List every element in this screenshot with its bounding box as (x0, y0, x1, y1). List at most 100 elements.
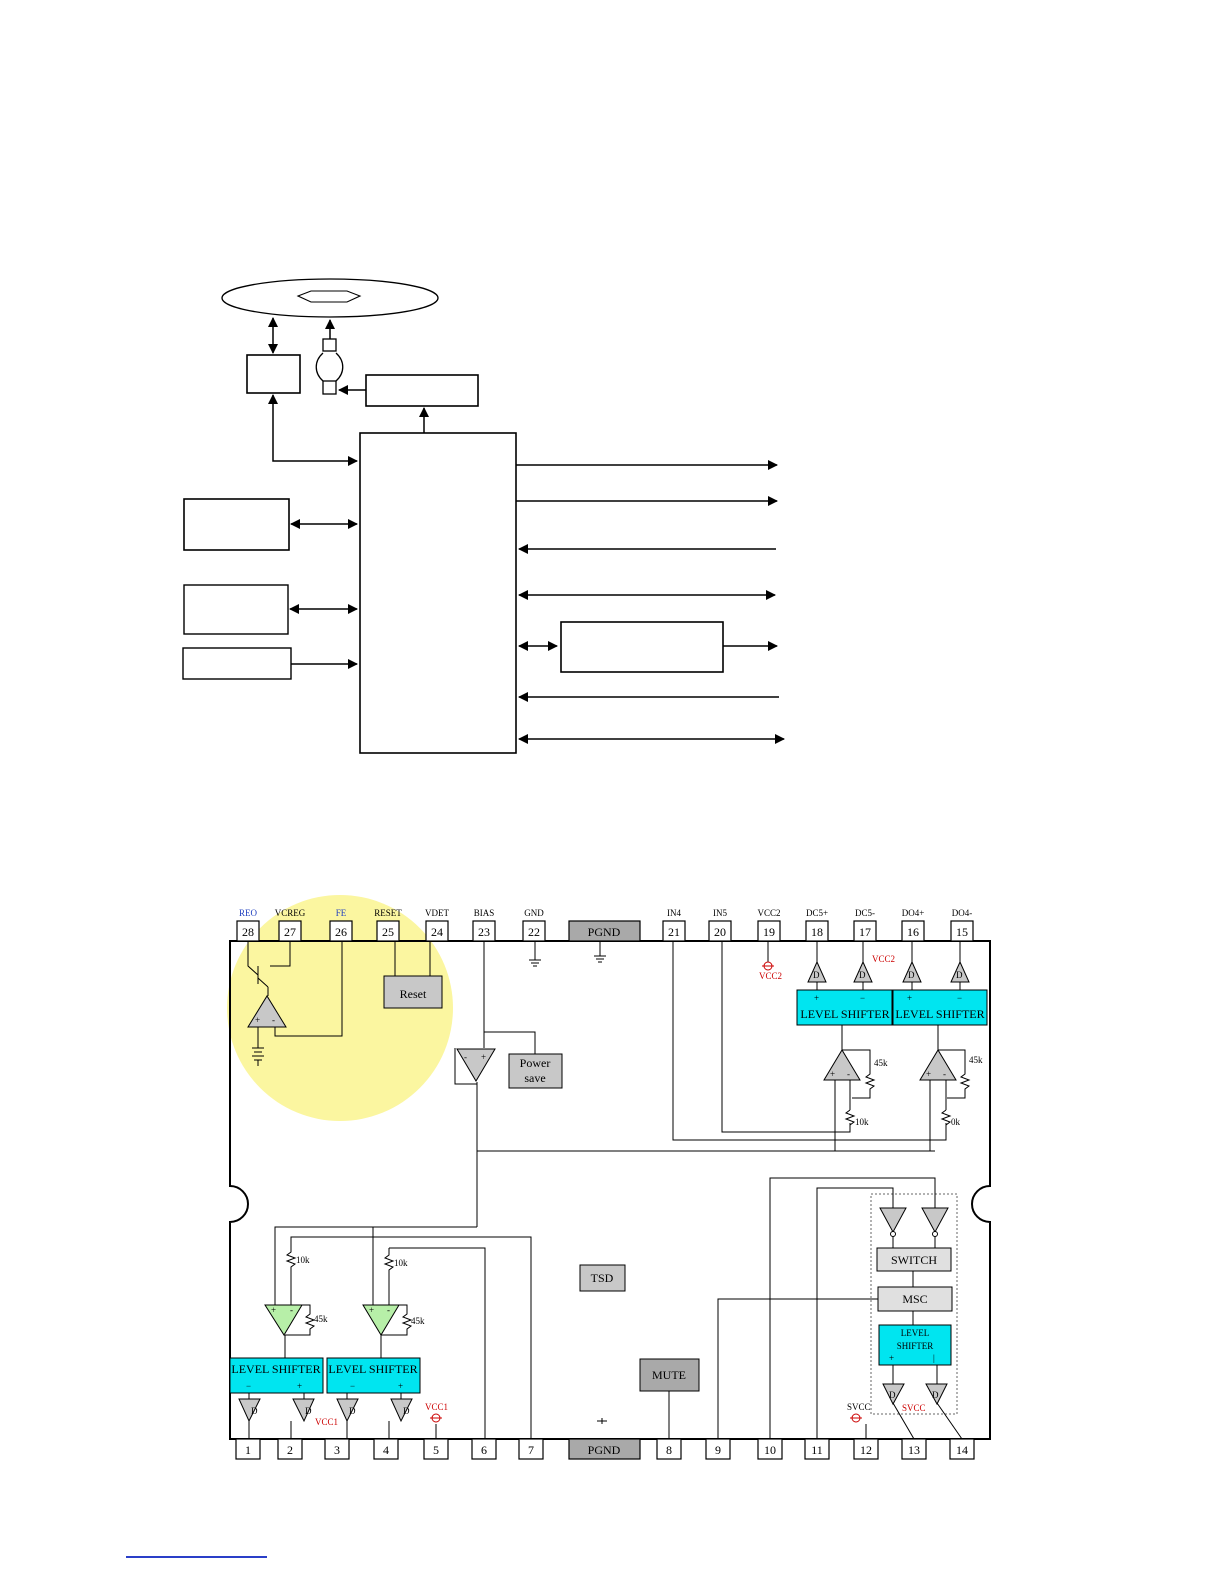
svg-text:45k: 45k (969, 1055, 983, 1065)
upper-driver-section (672, 941, 971, 1151)
top-pin-number: 25 (382, 925, 394, 939)
svg-text:−: − (350, 1381, 355, 1391)
top-pin-label: DC5- (855, 908, 875, 918)
svg-text:D: D (889, 1390, 896, 1400)
bottom-pin-4: 4 (373, 1438, 399, 1460)
bottom-pin-11: 11 (804, 1438, 830, 1460)
top-pin-number: 21 (668, 925, 680, 939)
svg-text:+: + (926, 1069, 931, 1079)
ic-body (229, 940, 991, 1440)
bottom-pin-3: 3 (324, 1438, 350, 1460)
svg-text:10k: 10k (394, 1258, 408, 1268)
pgnd-top-pin (568, 920, 641, 942)
level-shifter-spindle (878, 1324, 952, 1366)
lower-amp-1 (264, 1304, 303, 1336)
bottom-pin-10: 10 (757, 1438, 783, 1460)
top-pin-label: IN5 (713, 908, 727, 918)
svg-text:SWITCH: SWITCH (891, 1253, 937, 1267)
level-shifter-top-2 (892, 989, 988, 1026)
spindle-section-box (870, 1193, 958, 1415)
bottom-pin-number: 7 (528, 1443, 534, 1457)
top-pin-label: DO4+ (902, 908, 925, 918)
svg-text:-: - (272, 1015, 275, 1025)
svcc-pin-label: SVCC (847, 1402, 871, 1412)
vcc2-supply-label: VCC2 (759, 971, 782, 981)
error-amp-icon (247, 995, 287, 1028)
top-pin-label: DC5+ (806, 908, 828, 918)
top-pin-label: GND (524, 908, 544, 918)
disc (221, 278, 439, 318)
footer-link-underline[interactable] (126, 1556, 267, 1558)
svg-text:D: D (251, 1406, 258, 1416)
power-save-block (508, 1053, 563, 1089)
bottom-pin-1: 1 (235, 1438, 261, 1460)
ground-icon (529, 941, 607, 1424)
svg-text:LEVEL SHIFTER: LEVEL SHIFTER (231, 1362, 320, 1376)
bottom-pin-8: 8 (656, 1438, 682, 1460)
system-block-diagram (182, 278, 785, 754)
svg-text:TSD: TSD (591, 1271, 614, 1285)
top-pin-label: FE (336, 908, 347, 918)
top-pin-16: 16 DO4+ (901, 908, 925, 942)
svg-text:-: - (943, 1069, 946, 1079)
bottom-pin-13: 13 (901, 1438, 927, 1460)
top-pin-number: 16 (907, 925, 919, 939)
upper-amp-2 (919, 1049, 957, 1081)
top-pin-label: REO (239, 908, 258, 918)
highlight-region (227, 895, 453, 1121)
top-pin-label: DO4- (952, 908, 973, 918)
svg-text:D: D (908, 970, 915, 980)
top-pin-number: 15 (956, 925, 968, 939)
svg-text:10k: 10k (296, 1255, 310, 1265)
interface-block (183, 584, 289, 635)
motor-driver-block (365, 374, 479, 407)
upper-amp-1 (823, 1049, 861, 1081)
svg-text:-: - (290, 1305, 293, 1315)
svg-text:D: D (859, 970, 866, 980)
svcc-driver-label: SVCC (902, 1403, 926, 1413)
top-pin-number: 22 (528, 925, 540, 939)
bottom-pin-number: 5 (433, 1443, 439, 1457)
bottom-pin-number: 10 (764, 1443, 776, 1457)
bottom-pin-number: 14 (956, 1443, 968, 1457)
top-pin-number: 27 (284, 925, 296, 939)
svg-text:45k: 45k (314, 1314, 328, 1324)
motor-icon (315, 338, 344, 395)
lower-amp-2 (362, 1304, 400, 1336)
ic-pinout-diagram: 28REO27VCREG26FE25RESET24VDET23BIAS22GND… (227, 895, 991, 1460)
vcc1-driver-label: VCC1 (315, 1417, 338, 1427)
top-pin-number: 20 (714, 925, 726, 939)
top-pin-label: RESET (374, 908, 402, 918)
svg-text:+: + (369, 1305, 374, 1315)
top-pin-label: VDET (425, 908, 449, 918)
bottom-pin-2: 2 (277, 1438, 303, 1460)
bottom-pin-6: 6 (471, 1438, 497, 1460)
spindle-input-buffer-2 (921, 1207, 949, 1234)
top-pin-number: 18 (811, 925, 823, 939)
svg-text:-: - (464, 1052, 467, 1062)
lower-output-drivers: D D D D (238, 1398, 413, 1423)
top-pin-row: 28REO27VCREG26FE25RESET24VDET23BIAS22GND… (236, 908, 974, 942)
svg-text:Reset: Reset (400, 987, 427, 1001)
bottom-pin-7: 7 (518, 1438, 544, 1460)
svg-text:−: − (246, 1381, 251, 1391)
top-pin-22: 22 GND (522, 908, 546, 942)
svg-text:45k: 45k (411, 1316, 425, 1326)
svg-text:D: D (956, 970, 963, 980)
svg-text:−: − (957, 993, 962, 1003)
level-shifter-bottom-2 (326, 1357, 421, 1394)
svg-text:D: D (932, 1390, 939, 1400)
svg-text:LEVEL SHIFTER: LEVEL SHIFTER (800, 1007, 889, 1021)
top-pin-25: 25 RESET (374, 908, 402, 942)
svg-text:MSC: MSC (902, 1292, 927, 1306)
svg-text:MUTE: MUTE (652, 1368, 686, 1382)
svg-text:−: − (860, 993, 865, 1003)
regulator-section (247, 941, 343, 1066)
